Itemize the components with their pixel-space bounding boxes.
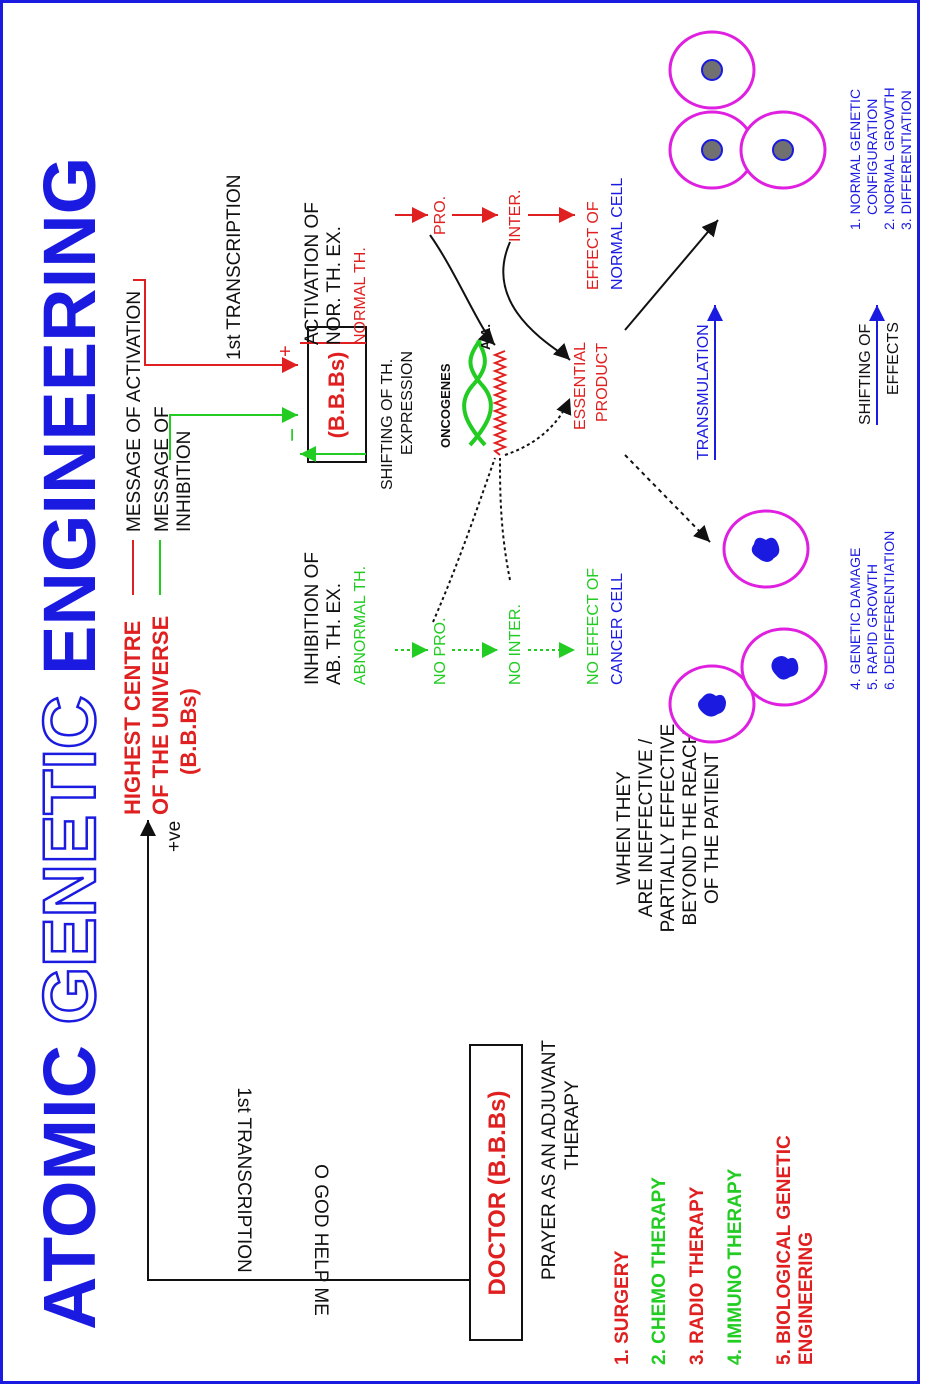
cancer-list-2: 5. RAPID GROWTH — [864, 564, 880, 690]
activation-of-1: ACTIVATION OF — [302, 202, 323, 345]
highest-centre-1: HIGHEST CENTRE — [120, 621, 145, 815]
essential-2: PRODUCT — [594, 343, 611, 422]
cancer-cell-3 — [740, 627, 828, 707]
when-note-4: BEYOND THE REACH — [680, 731, 701, 926]
normal-list-3: 2. NORMAL GROWTH — [881, 87, 897, 230]
normal-cell-2 — [668, 30, 756, 110]
aa-to-essential-dotted — [504, 397, 572, 456]
cancer-list-3: 6. DEDIFFERENTIATION — [881, 531, 897, 690]
no-pro-label: NO PRO. — [432, 617, 449, 685]
title-part-engineering: ENGINEERING — [28, 157, 111, 675]
normal-list-4: 3. DIFFERENTIATION — [898, 90, 914, 230]
prayer-line-text: O GOD HELP ME — [310, 1164, 331, 1316]
essential-to-cancer-cells-arrow — [624, 454, 711, 543]
positive-label: +ve — [164, 821, 185, 852]
inhibition-of-2: AB. TH. EX. — [324, 583, 345, 685]
title-part-genetic: GENETIC — [28, 675, 111, 1024]
bbbs-box — [307, 326, 367, 463]
no-inter-label: NO INTER. — [507, 604, 524, 685]
nopro-to-aa-dotted — [432, 457, 496, 623]
when-note-3: PARTIALLY EFFECTIVE — [658, 724, 679, 933]
shifting-effects-1: SHIFTING OF — [857, 323, 874, 425]
therapy-chemo: 2. CHEMO THERAPY — [649, 1177, 670, 1365]
therapy-radio: 3. RADIO THERAPY — [687, 1186, 708, 1365]
oncogene-helix — [462, 338, 493, 447]
prayer-note-line2: THERAPY — [562, 1080, 583, 1170]
inter-to-essential-arrow — [502, 241, 571, 361]
highest-centre-3: (B.B.Bs) — [176, 688, 201, 775]
essential-1: ESSENTIAL — [572, 342, 589, 430]
pro-label: PRO. — [432, 196, 449, 235]
prayer-note-line1: PRAYER AS AN ADJUVANT — [539, 1040, 560, 1280]
normal-list-1: 1. NORMAL GENETIC — [847, 89, 863, 230]
left-transcription-text: 1st TRANSCRIPTION — [233, 1087, 254, 1272]
no-effect-label: NO EFFECT OF — [585, 568, 602, 685]
activation-of-2: NOR. TH. EX. — [324, 226, 345, 345]
doctor-label: DOCTOR (B.B.Bs) — [484, 1091, 511, 1296]
therapy-biological: 5. BIOLOGICAL GENETIC — [774, 1135, 795, 1365]
cancer-cell-1 — [722, 509, 810, 589]
shifting-th-1: SHIFTING OF TH. — [379, 359, 396, 490]
plus-sign: + — [275, 345, 297, 357]
therapy-biological-cont: ENGINEERING — [796, 1232, 817, 1365]
when-note-2: ARE INEFFECTIVE / — [636, 738, 657, 917]
amino-acid-chain — [492, 350, 508, 456]
minus-sign: − — [279, 428, 306, 442]
message-activation: MESSAGE OF ACTIVATION — [124, 291, 145, 532]
title: ATOMIC GENETIC ENGINEERING — [28, 157, 111, 1330]
inhibition-of-1: INHIBITION OF — [302, 552, 323, 685]
therapy-immuno: 4. IMMUNO THERAPY — [725, 1168, 746, 1365]
message-inhibition-2: INHIBITION — [174, 431, 195, 532]
normal-list-2: CONFIGURATION — [864, 99, 880, 215]
title-part-atomic: ATOMIC — [28, 1024, 111, 1330]
nointer-to-aa-dotted — [499, 457, 511, 581]
bbbs-label: (B.B.Bs) — [324, 352, 349, 439]
normal-cell-3 — [739, 110, 827, 190]
prayer-feedback-arrow — [140, 820, 470, 1281]
when-note-1: WHEN THEY — [614, 771, 635, 885]
doctor-box — [469, 1044, 523, 1341]
normal-th-label: NORMAL TH. — [352, 247, 369, 345]
pro-to-aa-arrow — [429, 234, 496, 346]
aa-label: A.A. — [478, 324, 493, 350]
cancer-cell-2 — [668, 664, 756, 744]
transmulation-label: TRANSMULATION — [695, 324, 712, 460]
essential-to-normal-cells-arrow — [624, 219, 719, 331]
effect-of-label: EFFECT OF — [585, 201, 602, 290]
inhibition-arrow — [169, 407, 298, 460]
message-inhibition-1: MESSAGE OF — [152, 406, 173, 532]
activation-arrow — [133, 279, 298, 373]
normal-cell-label: NORMAL CELL — [609, 178, 626, 290]
when-note-5: OF THE PATIENT — [702, 752, 723, 904]
oncogenes-label: ONCOGENES — [438, 363, 453, 448]
therapy-surgery: 1. SURGERY — [612, 1250, 633, 1365]
shifting-effects-2: EFFECTS — [885, 322, 902, 395]
shifting-th-2: EXPRESSION — [399, 351, 416, 455]
inter-label: INTER. — [507, 190, 524, 242]
cancer-cell-label: CANCER CELL — [609, 573, 626, 685]
centre-transcription: 1st TRANSCRIPTION — [224, 175, 245, 360]
abnormal-th-label: ABNORMAL TH. — [352, 566, 369, 685]
cancer-list-1: 4. GENETIC DAMAGE — [847, 548, 863, 690]
highest-centre-2: OF THE UNIVERSE — [148, 616, 173, 815]
